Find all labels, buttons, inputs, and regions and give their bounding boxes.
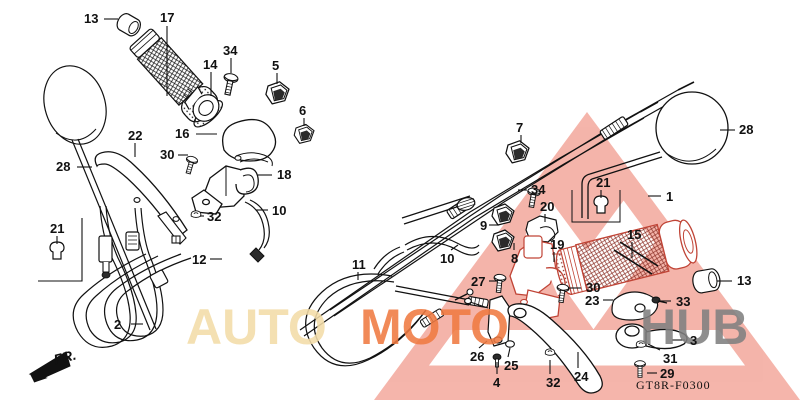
- part-10-wire-harness-left: [244, 199, 270, 263]
- part-21-screw-right: [593, 195, 609, 214]
- callout-number-6: 6: [299, 103, 307, 118]
- part-14-throttle-housing-collar: [183, 85, 220, 122]
- leader-line-31: [647, 343, 661, 351]
- leader-line-26: [478, 340, 488, 349]
- callout-number-33: 33: [676, 294, 691, 309]
- watermark-text: AUTO MOTO HUB: [186, 299, 748, 355]
- diagram-code-label: GT8R-F0300: [636, 378, 711, 392]
- callout-number-13: 13: [737, 273, 752, 288]
- callout-number-23: 23: [585, 293, 600, 308]
- callout-number-19: 19: [550, 237, 565, 252]
- part-10-wire-harness-right: [373, 235, 480, 275]
- callout-number-34: 34: [531, 182, 546, 197]
- callout-number-10: 10: [272, 203, 287, 218]
- callout-number-16: 16: [175, 126, 190, 141]
- callout-number-21: 21: [596, 175, 611, 190]
- part-21-screw-left: [49, 241, 65, 260]
- part-16-lever-bracket-cover: [221, 118, 277, 167]
- leader-line-25: [507, 347, 511, 358]
- callout-number-4: 4: [493, 375, 501, 390]
- part-32-nut-right: [544, 348, 556, 356]
- part-23-cable-guide: [611, 291, 659, 321]
- part-11-cable-loop: [305, 273, 474, 367]
- front-direction-arrow: [28, 351, 71, 383]
- part-18-clutch-lever-bracket: [191, 165, 259, 215]
- callout-number-2: 2: [114, 317, 122, 332]
- part-13-right-grip-end-cap: [692, 268, 721, 294]
- callout-number-18: 18: [277, 167, 292, 182]
- part-28-right-mirror: [581, 91, 729, 219]
- part-connector-small-left: [171, 235, 181, 244]
- callout-number-12: 12: [192, 252, 207, 267]
- callout-number-32: 32: [546, 375, 561, 390]
- part-13-left-grip-end-cap: [116, 13, 141, 37]
- part-25-washer: [505, 340, 515, 348]
- callout-number-34: 34: [223, 43, 238, 58]
- part-2-clutch-cable: [72, 205, 159, 348]
- callout-number-9: 9: [480, 218, 488, 233]
- part-26-bracket: [464, 295, 511, 347]
- part-32-nut-left: [190, 210, 202, 218]
- callout-number-31: 31: [663, 351, 678, 366]
- callout-number-21: 21: [50, 221, 65, 236]
- part-28-left-mirror: [43, 65, 157, 331]
- svg-text:HUB: HUB: [640, 299, 748, 355]
- callout-number-28: 28: [56, 159, 71, 174]
- part-33-pin: [651, 296, 668, 304]
- callout-number-30: 30: [586, 280, 601, 295]
- part-6-wire-connector: [293, 123, 315, 144]
- callout-number-28: 28: [739, 122, 754, 137]
- part-cable-left-of-cluster: [394, 195, 502, 312]
- callout-number-10: 10: [440, 251, 455, 266]
- callout-number-3: 3: [690, 333, 698, 348]
- part-15-right-throttle-grip: [555, 219, 698, 296]
- part-34-flange-bolt-upper: [220, 71, 240, 97]
- callout-number-25: 25: [504, 358, 519, 373]
- callout-number-7: 7: [516, 120, 524, 135]
- callout-number-30: 30: [160, 147, 175, 162]
- callout-number-22: 22: [128, 128, 143, 143]
- callout-number-5: 5: [272, 58, 280, 73]
- callout-number-29: 29: [660, 366, 675, 381]
- callout-number-15: 15: [627, 227, 642, 242]
- part-24-clutch-lever-right: [507, 303, 603, 394]
- svg-text:AUTO: AUTO: [186, 299, 327, 355]
- callout-number-17: 17: [160, 10, 175, 25]
- part-5-handlebar-switch: [265, 81, 290, 105]
- part-7-right-handlebar-switch: [505, 140, 530, 164]
- callout-leader-lines: [56, 18, 735, 374]
- detail-bracket-box-left: [38, 218, 83, 282]
- callout-number-8: 8: [511, 251, 519, 266]
- callout-number-26: 26: [470, 349, 485, 364]
- callout-number-1: 1: [666, 189, 674, 204]
- callout-number-13: 13: [84, 11, 99, 26]
- callout-number-24: 24: [574, 369, 589, 384]
- callout-number-32: 32: [207, 209, 222, 224]
- callout-number-20: 20: [540, 199, 555, 214]
- callout-number-27: 27: [471, 274, 486, 289]
- callout-number-14: 14: [203, 57, 218, 72]
- part-19-master-cylinder: [509, 235, 566, 321]
- part-30-bolt-left: [182, 154, 199, 176]
- detail-bracket-box-right: [571, 190, 621, 223]
- callout-number-11: 11: [352, 257, 366, 272]
- part-12-throttle-cable: [104, 197, 192, 342]
- svg-text:MOTO: MOTO: [360, 299, 509, 355]
- leader-line-10: [450, 244, 459, 251]
